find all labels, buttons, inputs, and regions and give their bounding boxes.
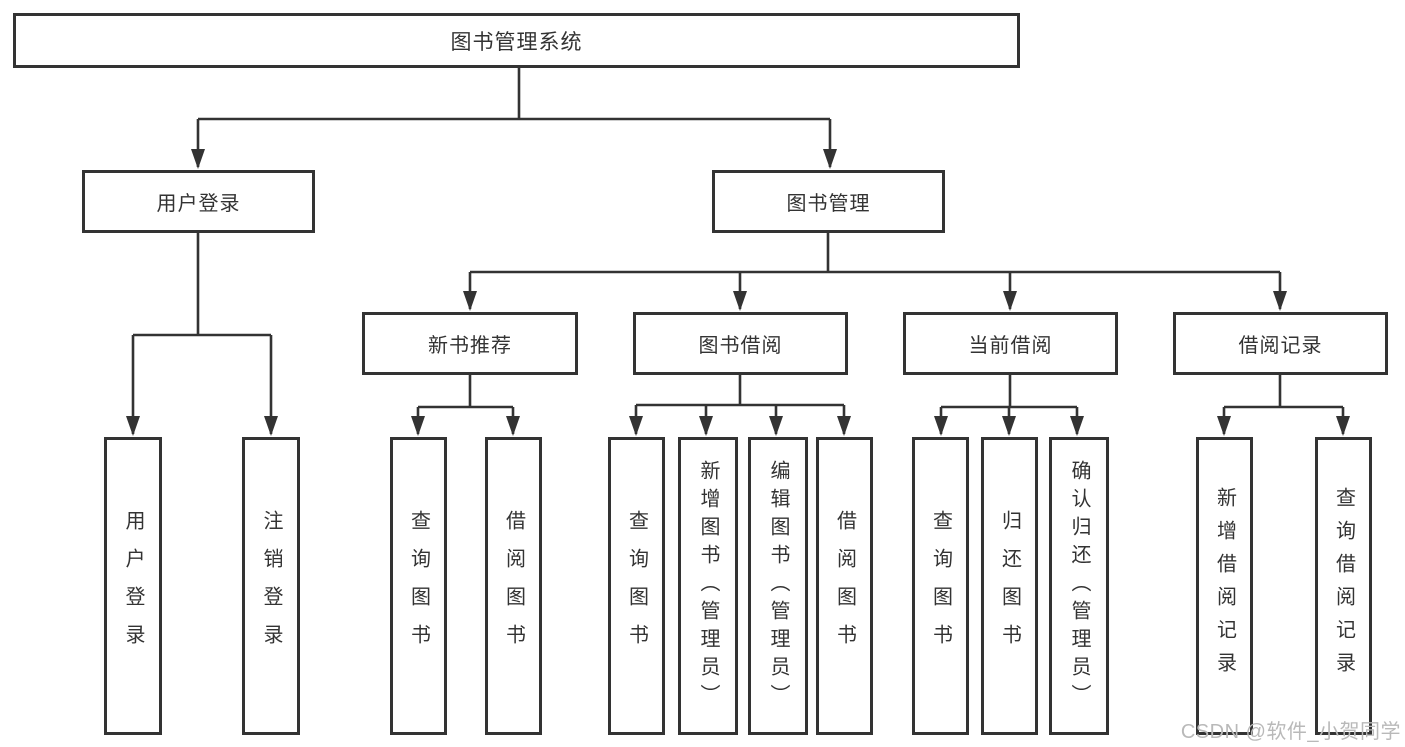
leaf-query-books-current: 查询图书 [912,437,969,735]
node-new-book-recommend: 新书推荐 [362,312,578,375]
leaf-borrow-books-recommend: 借阅图书 [485,437,542,735]
leaf-confirm-return-admin: 确认归还（管理员） [1049,437,1109,735]
node-book-management: 图书管理 [712,170,945,233]
node-book-borrow: 图书借阅 [633,312,848,375]
leaf-logout: 注销登录 [242,437,300,735]
node-user-login: 用户登录 [82,170,315,233]
leaf-add-book-admin: 新增图书（管理员） [678,437,738,735]
leaf-edit-book-admin: 编辑图书（管理员） [748,437,808,735]
node-root: 图书管理系统 [13,13,1020,68]
leaf-add-borrow-record: 新增借阅记录 [1196,437,1253,735]
leaf-query-books-recommend: 查询图书 [390,437,447,735]
leaf-user-login: 用户登录 [104,437,162,735]
leaf-borrow-books-borrow: 借阅图书 [816,437,873,735]
watermark: CSDN @软件_小贺同学 [1180,721,1401,743]
node-current-borrow: 当前借阅 [903,312,1118,375]
leaf-query-borrow-record: 查询借阅记录 [1315,437,1372,735]
node-borrow-records: 借阅记录 [1173,312,1388,375]
leaf-return-book: 归还图书 [981,437,1038,735]
leaf-query-books-borrow: 查询图书 [608,437,665,735]
